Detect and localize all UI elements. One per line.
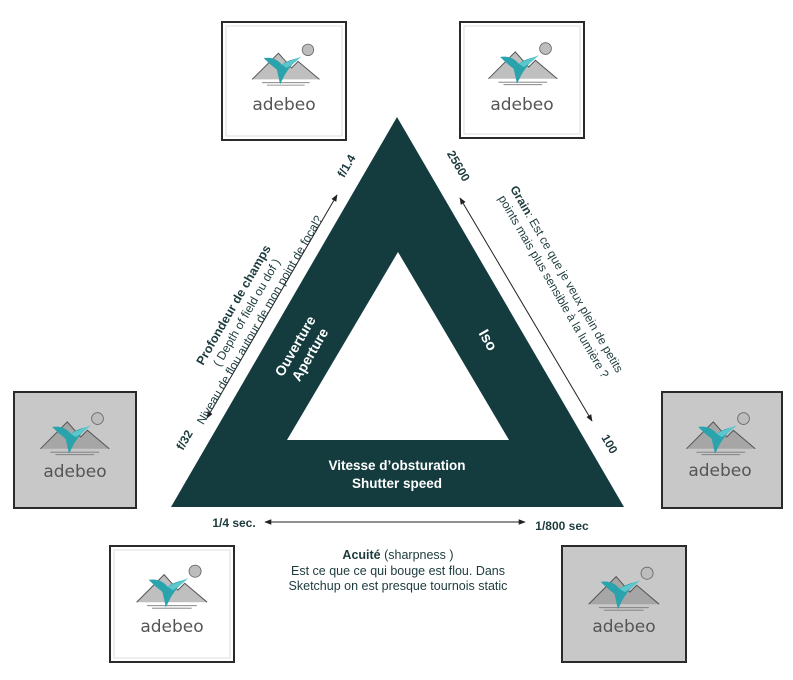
logo-tile-mid-left: adebeo xyxy=(13,391,137,509)
sharpness-title: Acuité (sharpness ) xyxy=(342,548,453,562)
brand-label: adebeo xyxy=(490,95,553,115)
brand-label: adebeo xyxy=(43,462,106,482)
iso-scale-arrow xyxy=(459,197,593,422)
iso-min-label: 100 xyxy=(598,432,620,457)
logo-tile-mid-right: adebeo xyxy=(661,391,783,509)
sharpness-line-3: Sketchup on est presque tournois static xyxy=(289,579,508,593)
sharpness-line-2: Est ce que ce qui bouge est flou. Dans xyxy=(291,564,505,578)
logo-tile-top-left: adebeo xyxy=(221,21,347,141)
aperture-scale-arrow xyxy=(206,194,338,419)
logo-tile-bottom-right: adebeo xyxy=(561,545,687,663)
brand-label: adebeo xyxy=(252,95,315,115)
logo-tile-top-right: adebeo xyxy=(459,21,585,139)
shutter-label-fr: Vitesse d’obsturation xyxy=(328,458,465,473)
aperture-min-label: f/32 xyxy=(173,427,196,452)
shutter-fast-label: 1/800 sec xyxy=(535,519,589,533)
shutter-label-en: Shutter speed xyxy=(352,476,442,491)
brand-label: adebeo xyxy=(592,617,655,637)
brand-label: adebeo xyxy=(140,617,203,637)
iso-max-label: 25600 xyxy=(444,148,473,184)
aperture-max-label: f/1.4 xyxy=(334,152,358,180)
brand-label: adebeo xyxy=(688,461,751,481)
logo-tile-bottom-left: adebeo xyxy=(109,545,235,663)
shutter-slow-label: 1/4 sec. xyxy=(212,516,255,530)
